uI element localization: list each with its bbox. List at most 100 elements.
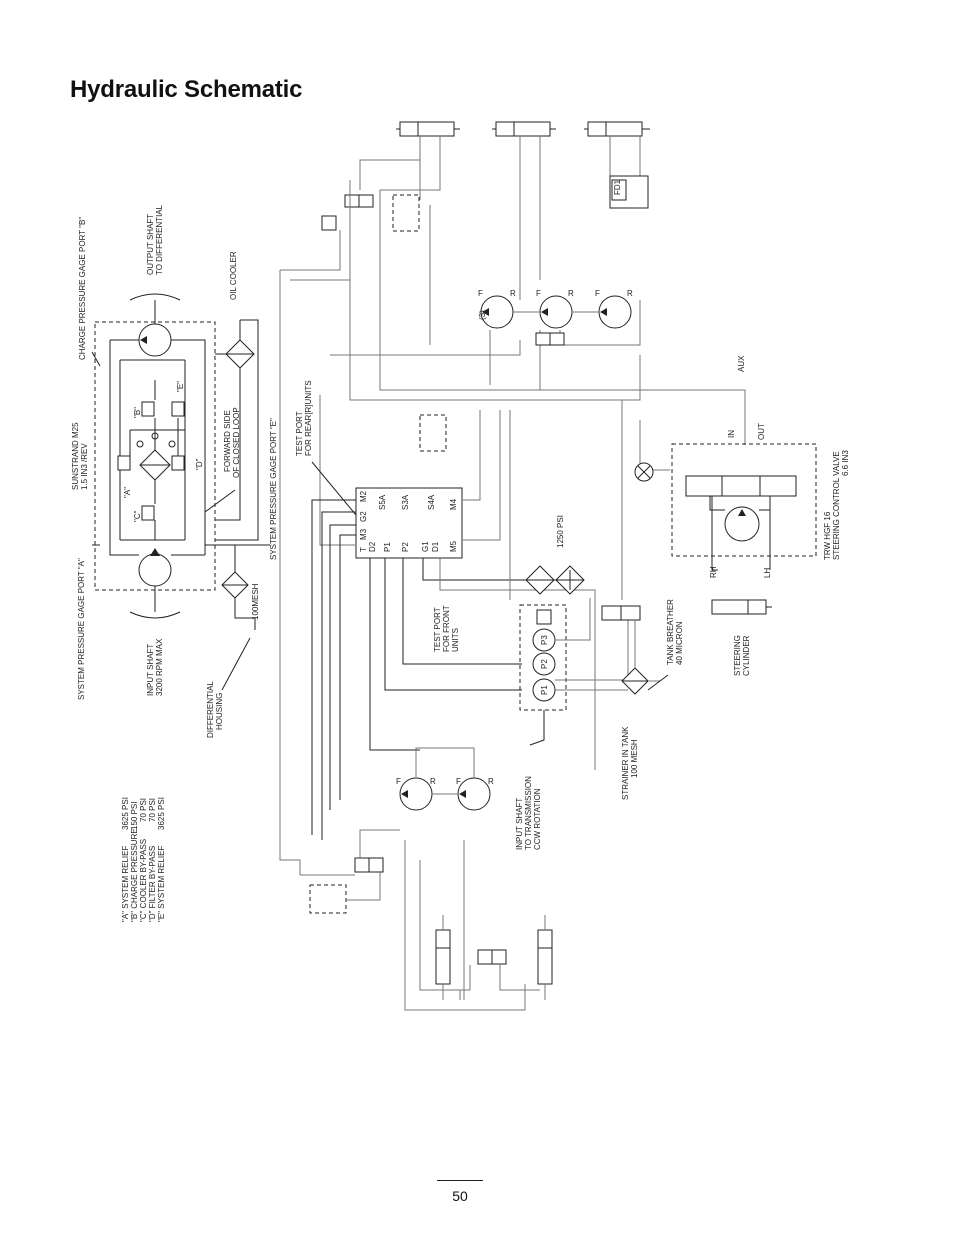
label-charge-port-b: CHARGE PRESSURE GAGE PORT "B": [78, 217, 87, 360]
pressure-settings-legend: "A" SYSTEM RELIEF 3625 PSI "B" CHARGE PR…: [121, 797, 166, 922]
label-input-trans-3: CCW ROTATION: [533, 788, 542, 850]
pressure-setting-label-2: "B" CHARGE PRESSURE: [130, 828, 139, 922]
front-reel-motors: [480, 295, 632, 346]
triple-pump-dashed-boundary: [519, 604, 567, 711]
label-test-port-front-3: UNITS: [451, 628, 460, 652]
steering-control-valve-group: [634, 443, 817, 571]
label-port-a: "A": [123, 487, 132, 498]
manifold-port-m5: M5: [449, 540, 458, 552]
pump-p2-symbol: [532, 652, 556, 676]
lift-cylinders-top: [396, 121, 650, 137]
manifold-port-s5a: S5A: [378, 494, 387, 510]
lift-cylinder-2: [495, 121, 551, 137]
pressure-setting-label-4: "D" FILTER BY-PASS: [148, 846, 157, 922]
label-oil-cooler: OIL COOLER: [229, 251, 238, 300]
label-input-shaft-2: 3200 RPM MAX: [155, 638, 164, 696]
label-pump-p1: P1: [540, 685, 549, 695]
label-front-r3: R: [627, 289, 633, 298]
label-input-trans-1: INPUT SHAFT: [515, 798, 524, 850]
pressure-setting-value-3: 70 PSI: [139, 798, 148, 822]
label-tank-breather-2: 40 MICRON: [675, 621, 684, 665]
manifold-port-d2: D2: [368, 541, 377, 552]
label-steering-cyl-1: STEERING: [733, 635, 742, 676]
top-relief-box-dashed: [392, 194, 420, 232]
label-port-d: "D": [195, 458, 204, 470]
label-aux: AUX: [737, 355, 746, 372]
label-rear-r2: R: [488, 777, 494, 786]
steering-dashed-boundary: [671, 443, 817, 557]
relief-valve-a: [117, 455, 131, 471]
label-front-f3: F: [595, 289, 600, 298]
label-steering-cyl-2: CYLINDER: [742, 635, 751, 676]
manifold-port-p2: P2: [401, 542, 410, 552]
label-psi-1250: 1250 PSI: [556, 515, 565, 548]
label-count-3: (3): [478, 310, 487, 320]
label-system-port-a: SYSTEM PRESSURE GAGE PORT "A": [77, 558, 86, 700]
label-tank-breather-1: TANK BREATHER: [666, 599, 675, 665]
top-flow-control: [321, 215, 337, 231]
label-system-port-e: SYSTEM PRESSURE GAGE PORT "E": [269, 418, 278, 560]
manifold-port-s3a: S3A: [401, 494, 410, 510]
label-output-shaft-1: OUTPUT SHAFT: [146, 214, 155, 275]
label-input-shaft-1: INPUT SHAFT: [146, 644, 155, 696]
page-number-rule: [437, 1180, 483, 1181]
input-pump-symbol: [138, 553, 172, 587]
label-test-port-front-2: FOR FRONT: [442, 605, 451, 652]
center-relief-box-dashed: [419, 414, 447, 452]
lower-relief-box-dashed: [309, 884, 347, 914]
pressure-setting-label-1: "A" SYSTEM RELIEF: [121, 846, 130, 922]
label-out: OUT: [757, 423, 766, 440]
label-rear-f2: F: [456, 777, 461, 786]
label-test-port-rear-2: FOR REAR[R]UNITS: [304, 380, 313, 456]
label-sunstrand-2: 1.5 IN3 /REV: [80, 443, 89, 490]
manifold-port-p1: P1: [383, 542, 392, 552]
label-strainer-2: 100 MESH: [630, 739, 639, 778]
label-front-r2: R: [568, 289, 574, 298]
main-manifold-block: T M3 G2 M2 D2 S5A P1 S3A P2 G1 S4A D1 M5…: [355, 487, 463, 559]
lift-cylinder-3: [587, 121, 643, 137]
pressure-setting-value-1: 3625 PSI: [121, 797, 130, 830]
fd1-valve-inner: [611, 179, 627, 201]
pressure-setting-value-5: 3625 PSI: [157, 797, 166, 830]
label-rear-f1: F: [396, 777, 401, 786]
label-rear-r1: R: [430, 777, 436, 786]
label-front-f1: F: [478, 289, 483, 298]
steering-metering-unit: [724, 506, 760, 542]
label-front-r1: R: [510, 289, 516, 298]
rear-lift-cylinder-2: [537, 929, 553, 985]
label-strainer-1: STRAINER IN TANK: [621, 726, 630, 800]
label-port-b: "B": [133, 407, 142, 418]
manifold-port-t: T: [359, 547, 368, 552]
label-output-shaft-2: TO DIFFERENTIAL: [155, 204, 164, 275]
relief-valve-e: [171, 401, 185, 417]
label-lh: LH: [763, 568, 772, 578]
label-differential-2: HOUSING: [215, 693, 224, 730]
label-test-port-rear-1: TEST PORT: [295, 411, 304, 456]
steering-cylinder: [711, 599, 767, 615]
label-test-port-front-1: TEST PORT: [433, 607, 442, 652]
pressure-setting-label-5: "E" SYSTEM RELIEF: [157, 846, 166, 922]
label-input-trans-2: TO TRANSMISSION: [524, 776, 533, 850]
label-forward-side-1: FORWARD SIDE: [223, 410, 232, 472]
relief-valve-b: [141, 401, 155, 417]
manifold-port-m4: M4: [449, 498, 458, 510]
label-forward-side-2: OF CLOSED LOOP: [232, 407, 241, 478]
label-front-f2: F: [536, 289, 541, 298]
pressure-setting-label-3: "C" COOLER BY-PASS: [139, 839, 148, 922]
pressure-setting-value-2: 150 PSI: [130, 802, 139, 830]
rear-lift-cylinder-1: [435, 929, 451, 985]
label-in: IN: [727, 430, 736, 438]
label-trw-1: TRW HGF 16: [823, 511, 832, 560]
manifold-port-g1: G1: [421, 541, 430, 552]
steering-valve-spool: [685, 475, 797, 497]
label-pump-p3: P3: [540, 635, 549, 645]
label-mesh-100: 100MESH: [251, 583, 260, 620]
label-trw-3: 6.6 IN3: [841, 450, 850, 476]
relief-valve-c: [141, 505, 155, 521]
label-differential-1: DIFFERENTIAL: [206, 681, 215, 738]
manifold-port-s4a: S4A: [427, 494, 436, 510]
label-trw-2: STEERING CONTROL VALVE: [832, 451, 841, 560]
pressure-setting-value-4: 70 PSI: [148, 798, 157, 822]
rear-reel-motors: [399, 747, 491, 811]
